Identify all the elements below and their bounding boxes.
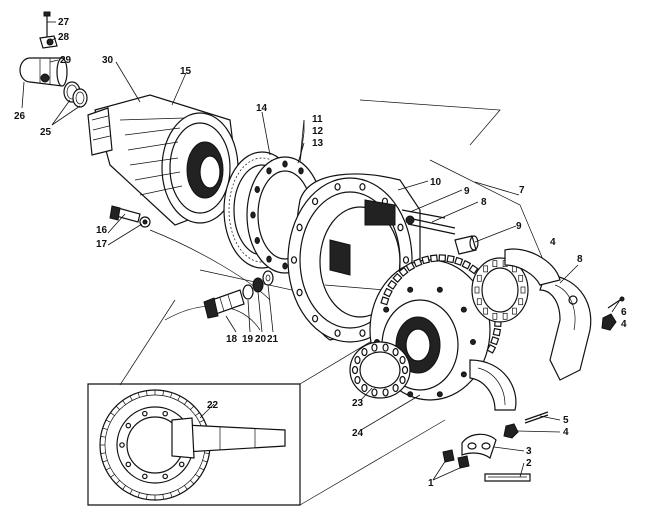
bearing-cap-31-28 bbox=[19, 57, 68, 87]
bolt-6-nut-4 bbox=[601, 296, 625, 331]
callout-10: 8 bbox=[481, 197, 487, 208]
callout-12: 10 bbox=[430, 177, 442, 188]
sleeve-9 bbox=[454, 235, 479, 255]
callout-4-top: 4 bbox=[550, 237, 556, 248]
bolt-29 bbox=[43, 11, 51, 38]
callout-25: 23 bbox=[352, 398, 364, 409]
lower-cap bbox=[469, 359, 517, 411]
callout-30: 28 bbox=[58, 32, 70, 43]
callout-32: 30 bbox=[102, 55, 114, 66]
callout-4-lower: 4 bbox=[563, 427, 569, 438]
callout-19: 17 bbox=[96, 239, 108, 250]
side-bearing bbox=[471, 257, 529, 323]
bearing-cap-8 bbox=[539, 274, 592, 381]
callout-31: 29 bbox=[60, 55, 72, 66]
callout-2: 2 bbox=[526, 458, 532, 469]
callout-4-right: 4 bbox=[621, 319, 627, 330]
rings-27 bbox=[63, 81, 88, 108]
callout-15: 13 bbox=[312, 138, 324, 149]
callout-18: 16 bbox=[96, 225, 108, 236]
callout-3: 3 bbox=[526, 446, 532, 457]
bolt-20 bbox=[203, 289, 245, 319]
callout-7: 7 bbox=[519, 185, 525, 196]
callout-24: 22 bbox=[207, 400, 219, 411]
callout-16: 14 bbox=[256, 103, 268, 114]
bolts-1 bbox=[442, 449, 470, 469]
callout-14: 12 bbox=[312, 126, 324, 137]
callout-11: 9 bbox=[464, 186, 470, 197]
callout-23: 21 bbox=[267, 334, 279, 345]
fitting-30 bbox=[39, 35, 58, 49]
lock-plate-3 bbox=[461, 433, 497, 459]
bearing-25 bbox=[349, 341, 411, 399]
leader-lines bbox=[21, 21, 621, 481]
cotter-pin-5 bbox=[524, 411, 549, 424]
callout-29: 27 bbox=[58, 17, 70, 28]
callout-27: 25 bbox=[40, 127, 52, 138]
callout-1: 1 bbox=[428, 478, 434, 489]
callout-22: 20 bbox=[255, 334, 267, 345]
adjuster-ring bbox=[504, 248, 561, 286]
callout-21: 19 bbox=[242, 334, 254, 345]
pinion-housing-17 bbox=[87, 94, 241, 226]
callout-8: 8 bbox=[577, 254, 583, 265]
nut-4-lower bbox=[503, 423, 519, 439]
callout-labels: 27 28 29 26 25 30 15 14 11 12 13 10 9 8 … bbox=[14, 17, 627, 489]
callout-17: 15 bbox=[180, 66, 192, 77]
inset-ring-gear-pinion bbox=[87, 329, 446, 506]
callout-9: 9 bbox=[516, 221, 522, 232]
callout-13: 11 bbox=[312, 114, 323, 125]
callout-20: 18 bbox=[226, 334, 238, 345]
washers-21-22-23 bbox=[242, 270, 274, 300]
shim-2 bbox=[484, 473, 531, 482]
bolt-18-washer-19 bbox=[109, 205, 151, 228]
studs-10-11-12 bbox=[401, 209, 456, 235]
callout-5: 5 bbox=[563, 415, 569, 426]
callout-28: 26 bbox=[14, 111, 26, 122]
pinion-shaft bbox=[171, 417, 286, 459]
callout-26: 24 bbox=[352, 428, 364, 439]
callout-6: 6 bbox=[621, 307, 627, 318]
